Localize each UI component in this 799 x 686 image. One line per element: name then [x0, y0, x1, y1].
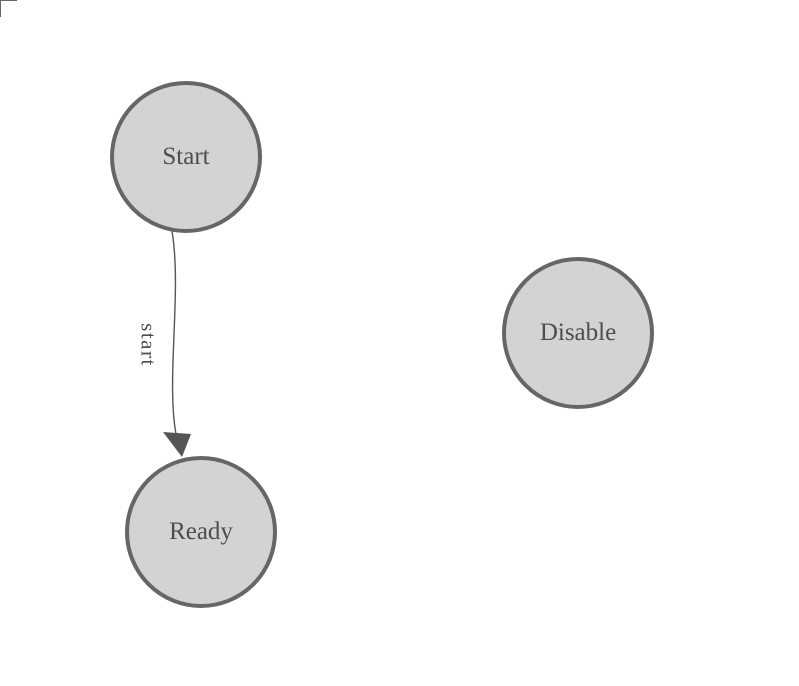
node-ready-label: Ready [169, 518, 233, 545]
node-start-label: Start [162, 143, 210, 170]
node-disable[interactable]: Disable [502, 257, 654, 409]
node-disable-label: Disable [539, 319, 617, 346]
node-start[interactable]: Start [110, 81, 262, 233]
node-ready[interactable]: Ready [125, 456, 277, 608]
arrowhead-icon [163, 432, 191, 457]
canvas-origin-corner-mark [0, 0, 17, 17]
edge-label-start[interactable]: start [136, 323, 161, 367]
edge-start-to-ready[interactable] [171, 230, 177, 435]
